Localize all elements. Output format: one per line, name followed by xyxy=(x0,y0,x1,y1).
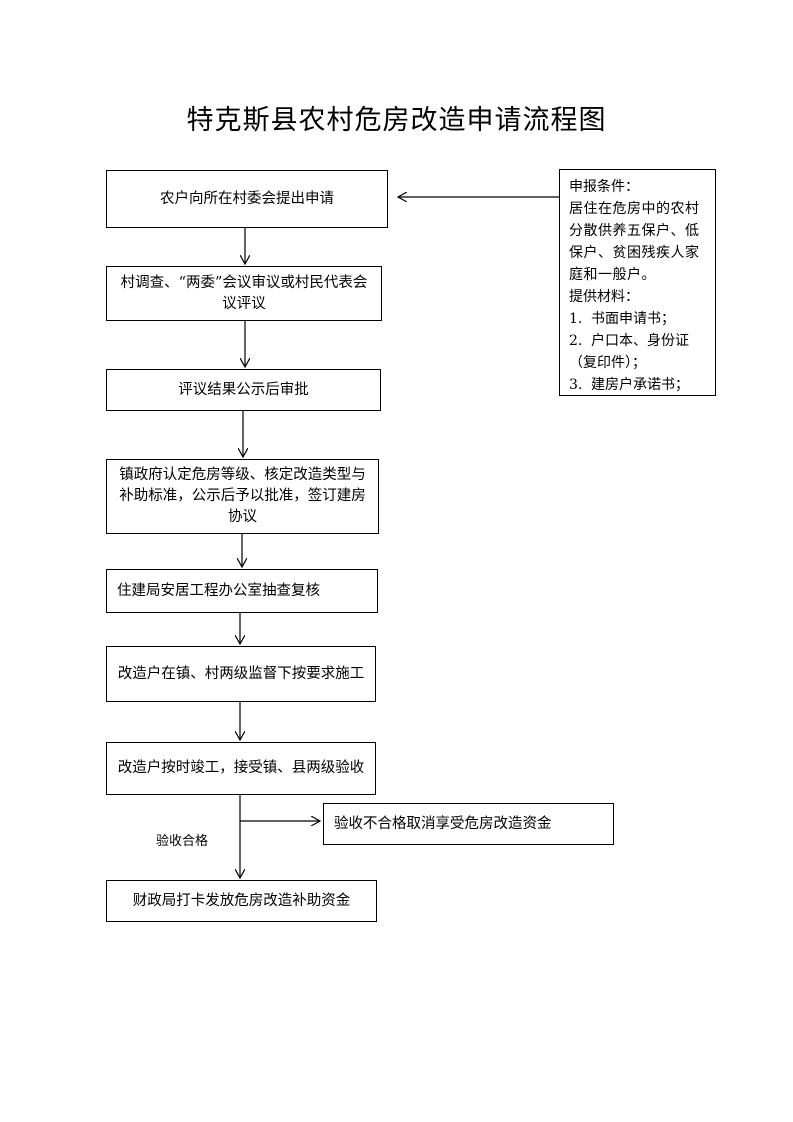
step-5-box: 住建局安居工程办公室抽查复核 xyxy=(106,569,378,613)
step-4-box: 镇政府认定危房等级、核定改造类型与补助标准，公示后予以批准，签订建房协议 xyxy=(106,459,379,534)
step-2-box: 村调查、“两委”会议审议或村民代表会议评议 xyxy=(106,266,382,321)
step-7-text: 改造户按时竣工，接受镇、县两级验收 xyxy=(117,760,365,776)
material-item: 3. 建房户承诺书； xyxy=(569,374,709,396)
step-1-box: 农户向所在村委会提出申请 xyxy=(106,170,388,228)
pass-label: 验收合格 xyxy=(156,834,209,849)
fail-box: 验收不合格取消享受危房改造资金 xyxy=(323,803,614,845)
step-2-text: 村调查、“两委”会议审议或村民代表会议评议 xyxy=(120,274,368,312)
step-4-text: 镇政府认定危房等级、核定改造类型与补助标准，公示后予以批准，签订建房协议 xyxy=(119,467,366,525)
material-item: 1. 书面申请书； xyxy=(569,308,709,330)
step-5-text: 住建局安居工程办公室抽查复核 xyxy=(117,582,320,599)
step-3-box: 评议结果公示后审批 xyxy=(106,369,381,411)
fail-text: 验收不合格取消享受危房改造资金 xyxy=(334,815,552,832)
step-1-text: 农户向所在村委会提出申请 xyxy=(160,190,334,207)
conditions-heading: 申报条件： xyxy=(569,179,639,195)
material-number: 1. xyxy=(569,311,583,327)
conditions-box: 申报条件： 居住在危房中的农村分散供养五保户、低保户、贫困残疾人家庭和一般户。 … xyxy=(559,169,716,396)
material-text: 户口本、身份证（复印件）； xyxy=(569,333,689,371)
step-3-text: 评议结果公示后审批 xyxy=(178,381,309,398)
step-7-box: 改造户按时竣工，接受镇、县两级验收 xyxy=(106,742,376,795)
material-number: 2. xyxy=(569,333,583,349)
material-number: 3. xyxy=(569,377,583,393)
conditions-body: 居住在危房中的农村分散供养五保户、低保户、贫困残疾人家庭和一般户。 xyxy=(569,201,700,283)
step-8-text: 财政局打卡发放危房改造补助资金 xyxy=(132,892,351,909)
step-8-box: 财政局打卡发放危房改造补助资金 xyxy=(106,880,377,922)
materials-heading: 提供材料： xyxy=(569,289,639,305)
step-6-text: 改造户在镇、村两级监督下按要求施工 xyxy=(117,665,365,682)
material-text: 书面申请书； xyxy=(591,311,675,327)
page-title: 特克斯县农村危房改造申请流程图 xyxy=(186,105,607,136)
step-6-box: 改造户在镇、村两级监督下按要求施工 xyxy=(106,646,376,702)
material-item: 2.户口本、身份证（复印件）； xyxy=(569,330,709,374)
material-text: 建房户承诺书； xyxy=(591,377,689,393)
